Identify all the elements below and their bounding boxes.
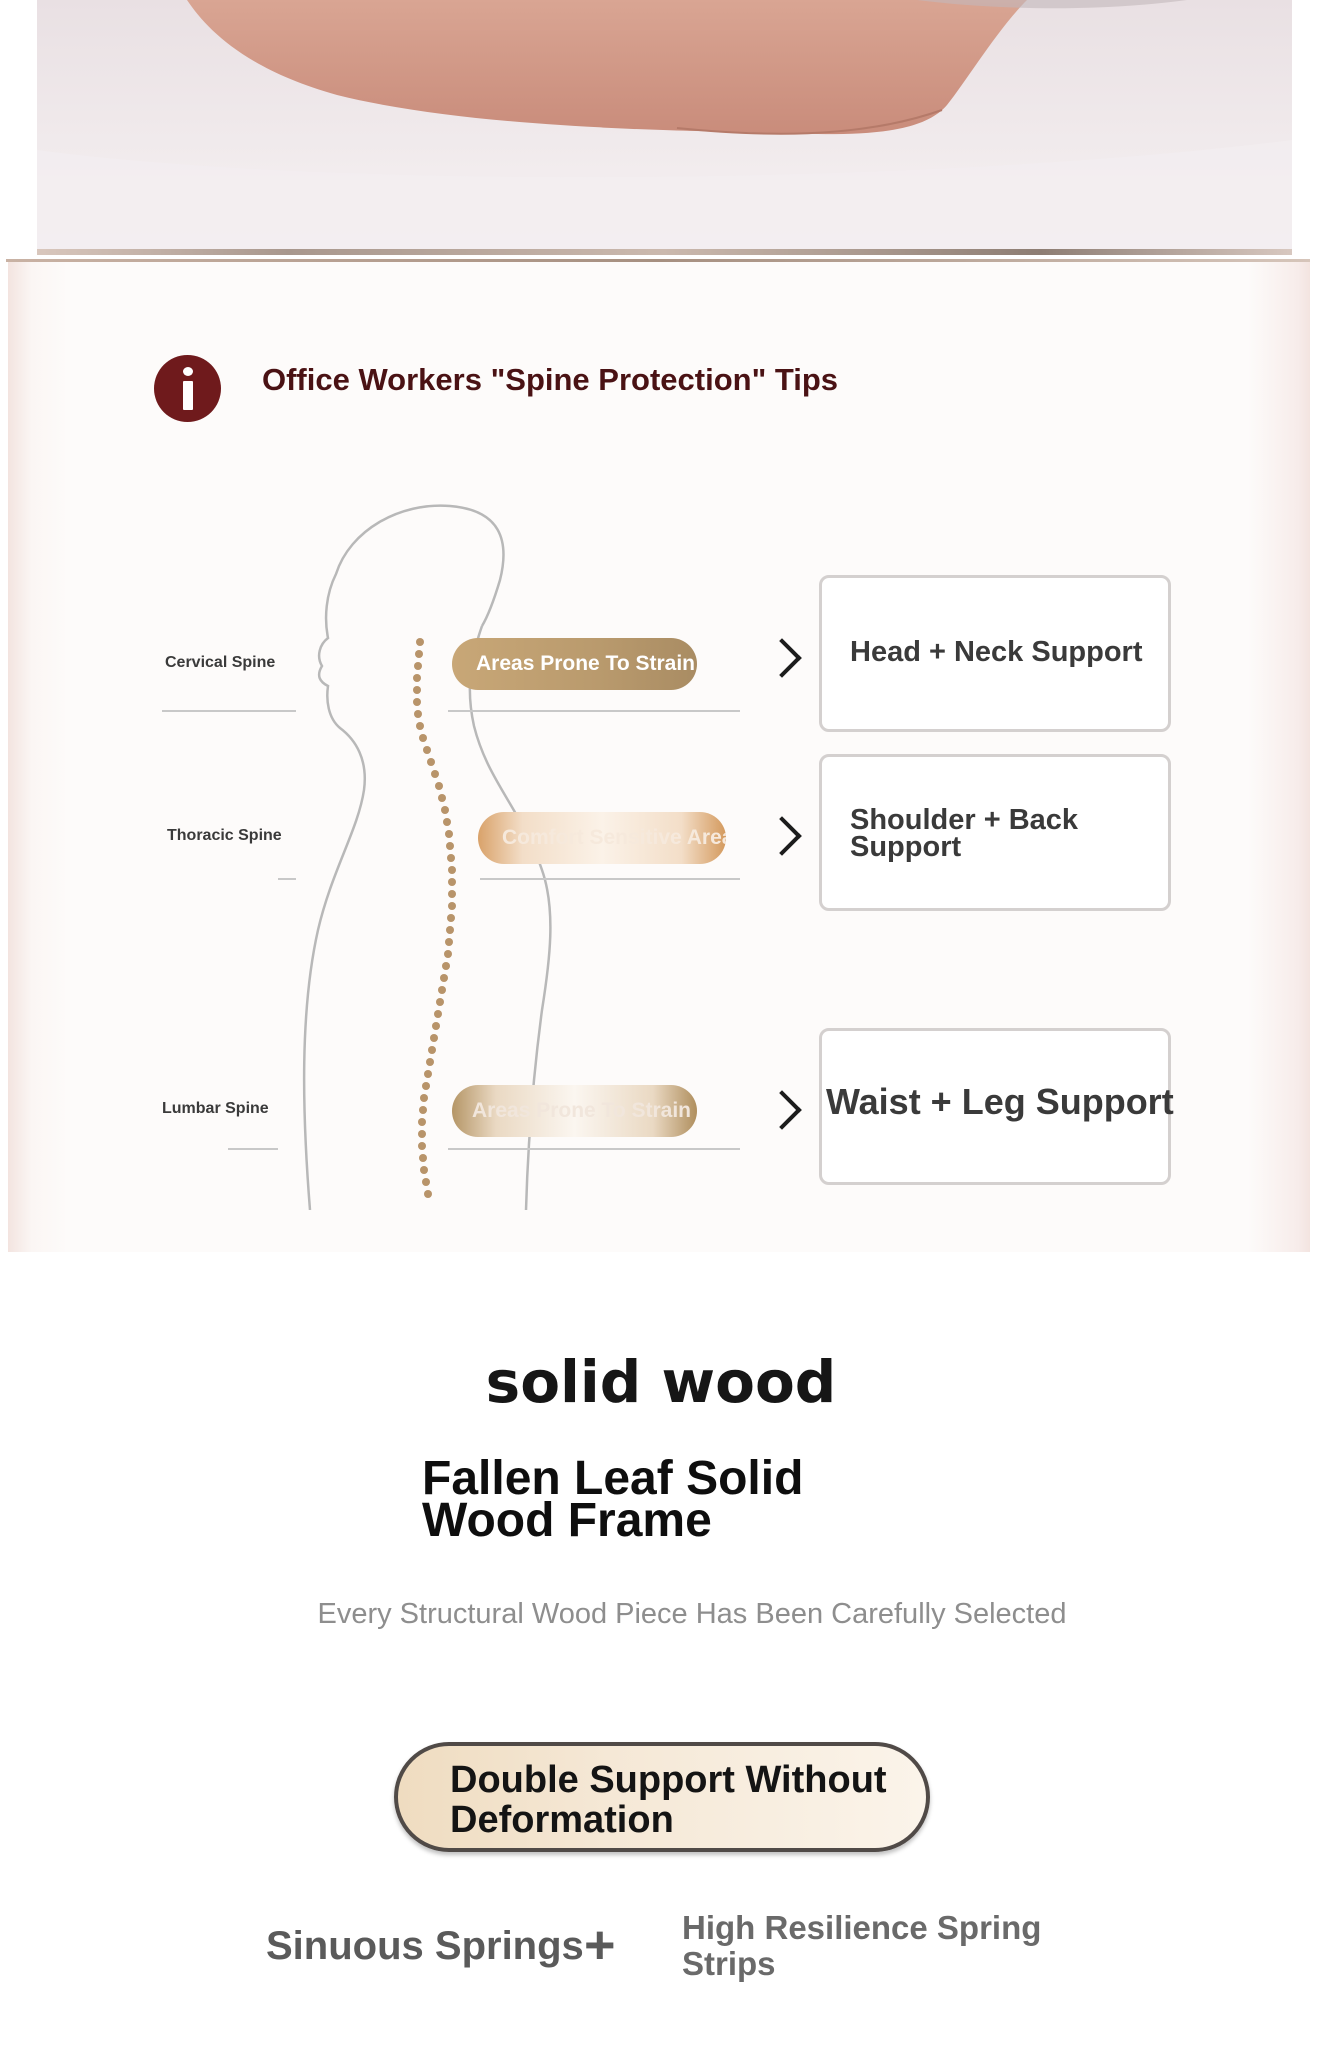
shoulder-back-support-box: Shoulder + Back Support bbox=[819, 754, 1171, 911]
spine-dots bbox=[413, 638, 456, 1198]
support-label: Head + Neck Support bbox=[850, 636, 1143, 668]
body-outline bbox=[302, 504, 505, 1210]
waist-leg-support-box: Waist + Leg Support bbox=[819, 1028, 1174, 1185]
thoracic-spine-label: Thoracic Spine bbox=[167, 827, 282, 844]
product-photo-section bbox=[0, 0, 1322, 262]
photo-bottom-bar bbox=[37, 249, 1292, 255]
cervical-spine-label: Cervical Spine bbox=[165, 654, 276, 671]
frame-title: Fallen Leaf Solid Wood Frame bbox=[422, 1452, 804, 1547]
hand-on-mattress-photo bbox=[37, 0, 1292, 255]
double-support-badge: Double Support Without Deformation bbox=[394, 1742, 930, 1852]
lumbar-spine-label: Lumbar Spine bbox=[162, 1100, 269, 1117]
support-label: Waist + Leg Support bbox=[826, 1081, 1174, 1122]
sinuous-springs-label: Sinuous Springs bbox=[266, 1924, 584, 1968]
thoracic-comfort-pill: Comfort Sensitive Area bbox=[478, 812, 726, 864]
support-label: Shoulder + Back Support bbox=[850, 804, 1079, 863]
spine-diagram bbox=[162, 504, 740, 1210]
plus-icon: + bbox=[584, 1915, 616, 1975]
frame-subtitle: Every Structural Wood Piece Has Been Car… bbox=[317, 1598, 1067, 1630]
badge-label: Double Support Without Deformation bbox=[450, 1759, 887, 1841]
hand-illustration bbox=[37, 0, 1292, 255]
solid-wood-heading: solid wood bbox=[485, 1348, 837, 1416]
info-icon bbox=[154, 355, 221, 422]
section-divider bbox=[6, 259, 1310, 262]
cervical-strain-pill: Areas Prone To Strain bbox=[452, 638, 697, 690]
head-neck-support-box: Head + Neck Support bbox=[819, 575, 1171, 732]
lumbar-strain-pill: Areas Prone To Strain bbox=[452, 1085, 697, 1137]
spring-strips-label: High Resilience Spring Strips bbox=[682, 1909, 1042, 1982]
tips-title: Office Workers "Spine Protection" Tips bbox=[262, 362, 839, 397]
